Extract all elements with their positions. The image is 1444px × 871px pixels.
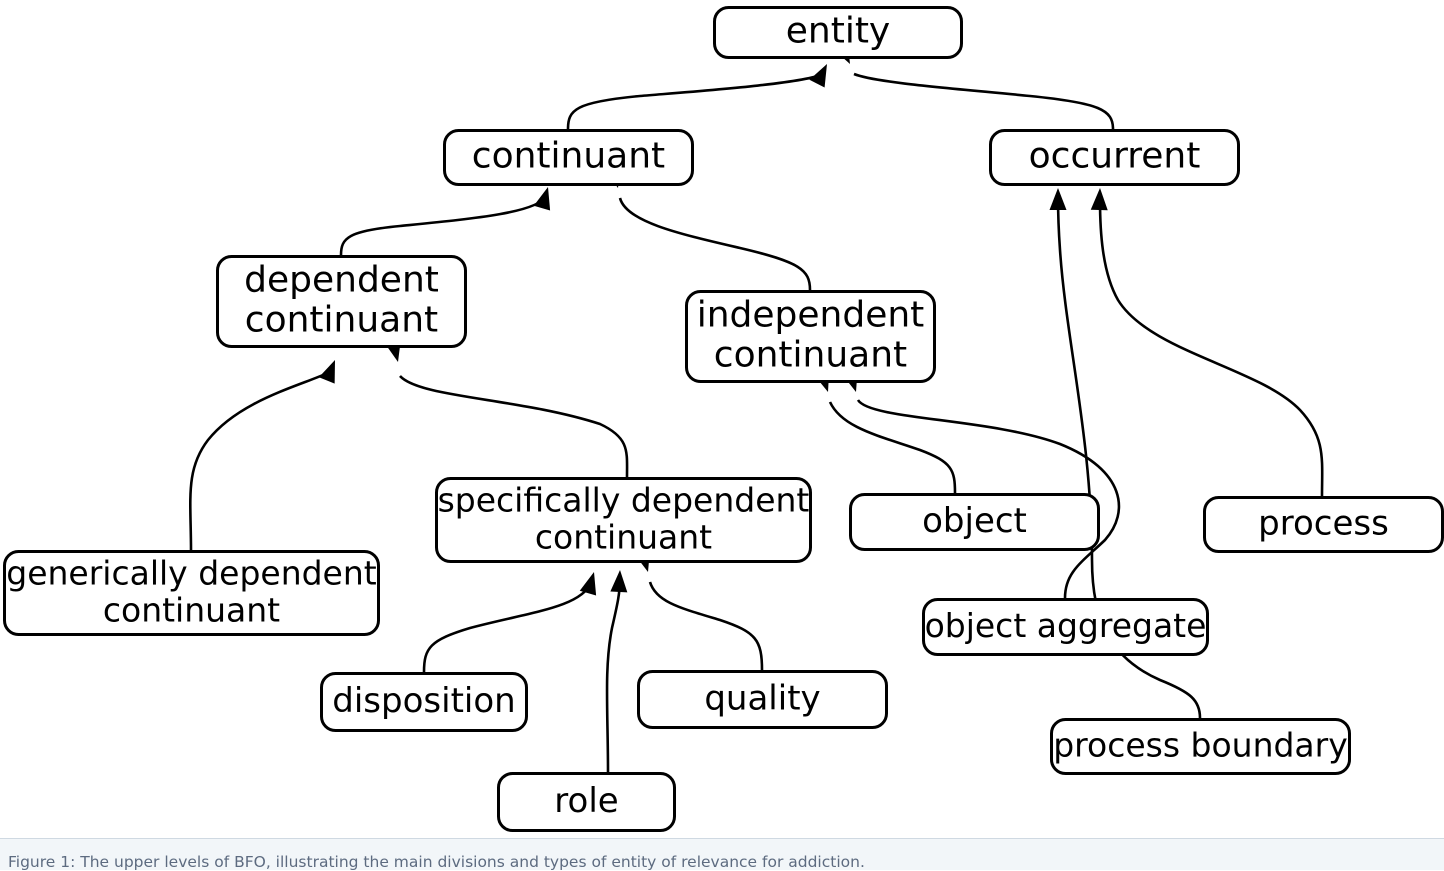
node-continuant[interactable]: continuant: [443, 129, 694, 186]
node-box: [637, 670, 888, 729]
arrowhead-icon: [1049, 188, 1067, 210]
node-box: [443, 129, 694, 186]
edge-role-specificallydependent: [605, 570, 628, 773]
node-box: [435, 477, 812, 563]
node-box: [320, 672, 528, 732]
edge-line: [399, 375, 629, 478]
node-entity[interactable]: entity: [713, 6, 963, 59]
node-object[interactable]: object: [849, 493, 1100, 551]
edge-line: [618, 197, 812, 291]
node-label: object aggregate: [925, 606, 1207, 645]
edge-line: [189, 370, 331, 551]
arrowhead-icon: [533, 187, 551, 211]
edge-dependentcontinuant-continuant: [339, 187, 551, 256]
node-role[interactable]: role: [497, 772, 676, 832]
edge-line: [853, 72, 1115, 130]
arrowhead-icon: [1090, 188, 1108, 211]
edge-line: [856, 399, 1121, 599]
edge-line: [1098, 199, 1324, 497]
node-box: [989, 129, 1240, 186]
node-box: [685, 290, 936, 383]
arrowhead-icon: [579, 572, 597, 596]
edge-line: [605, 577, 622, 773]
edge-genericallydependent-dependentcontinuant: [189, 360, 335, 551]
node-label: quality: [704, 678, 820, 718]
edge-specificallydependent-dependentcontinuant: [384, 338, 629, 478]
node-box: [216, 255, 467, 348]
node-box: [1050, 718, 1351, 775]
node-object_aggregate[interactable]: object aggregate: [922, 598, 1209, 656]
edge-objectaggregate-independentcontinuant: [841, 368, 1121, 599]
node-label: disposition: [332, 681, 515, 721]
node-box: [713, 6, 963, 59]
arrowhead-icon: [809, 64, 827, 88]
node-box: [1203, 496, 1444, 553]
node-label: continuant: [472, 136, 665, 177]
edge-quality-specificallydependent: [633, 548, 764, 671]
node-disposition[interactable]: disposition: [320, 672, 528, 732]
edge-disposition-specificallydependent: [422, 572, 597, 673]
node-occurrent[interactable]: occurrent: [989, 129, 1240, 186]
node-box: [849, 493, 1100, 551]
figure-caption-text: Figure 1: The upper levels of BFO, illus…: [8, 853, 865, 871]
node-quality[interactable]: quality: [637, 670, 888, 729]
node-label: object: [922, 501, 1027, 541]
edge-line: [422, 581, 594, 673]
edge-object-independentcontinuant: [813, 368, 957, 494]
node-label: process boundary: [1053, 725, 1348, 764]
node-box: [3, 550, 380, 636]
node-box: [497, 772, 676, 832]
node-label: role: [554, 781, 618, 821]
edge-line: [828, 401, 957, 494]
edge-line: [648, 581, 764, 671]
node-label: process: [1258, 503, 1389, 543]
edge-continuant-entity: [566, 64, 827, 130]
edge-line: [339, 195, 548, 256]
arrowhead-icon: [318, 360, 335, 384]
edge-line: [566, 72, 825, 130]
node-label: entity: [786, 11, 891, 52]
arrowhead-icon: [610, 570, 628, 593]
node-label: occurrent: [1029, 136, 1201, 177]
figure-caption-bar: Figure 1: The upper levels of BFO, illus…: [0, 838, 1444, 871]
edge-process-occurrent: [1090, 188, 1324, 497]
node-process_boundary[interactable]: process boundary: [1050, 718, 1351, 775]
node-box: [922, 598, 1209, 656]
node-process[interactable]: process: [1203, 496, 1444, 553]
